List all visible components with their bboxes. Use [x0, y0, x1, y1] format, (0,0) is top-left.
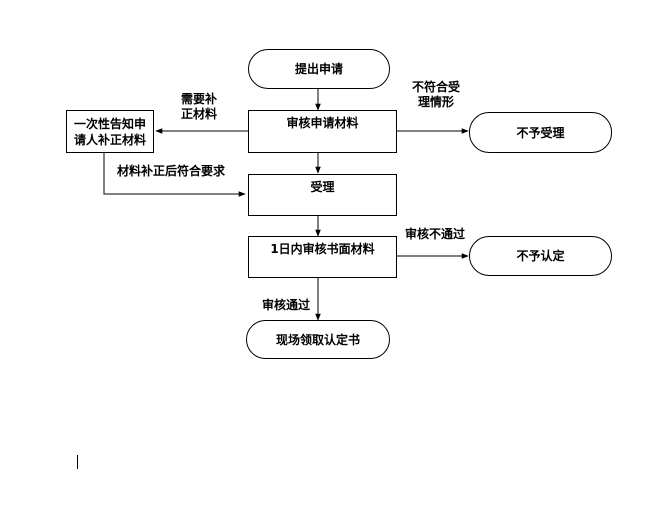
node-submit-application: 提出申请 — [248, 49, 390, 89]
arrow-notify-to-accept — [103, 153, 246, 197]
node-reject-certification: 不予认定 — [469, 236, 612, 276]
node-reject-acceptance: 不予受理 — [469, 112, 612, 153]
node-notify-supplement: 一次性告知申请人补正材料 — [66, 110, 154, 153]
label-review-passed: 审核通过 — [262, 298, 311, 312]
node-accept: 受理 — [248, 174, 397, 216]
text-cursor-mark — [77, 455, 78, 469]
label-need-supplement: 需要补正材料 — [180, 92, 217, 121]
node-one-day-review: 1日内审核书面材料 — [248, 236, 397, 278]
node-collect-certificate: 现场领取认定书 — [246, 320, 390, 359]
label-after-supplement: 材料补正后符合要求 — [117, 164, 226, 178]
node-review-materials: 审核申请材料 — [248, 110, 397, 153]
label-not-compliant: 不符合受理情形 — [411, 80, 460, 109]
label-review-failed: 审核不通过 — [405, 227, 466, 241]
